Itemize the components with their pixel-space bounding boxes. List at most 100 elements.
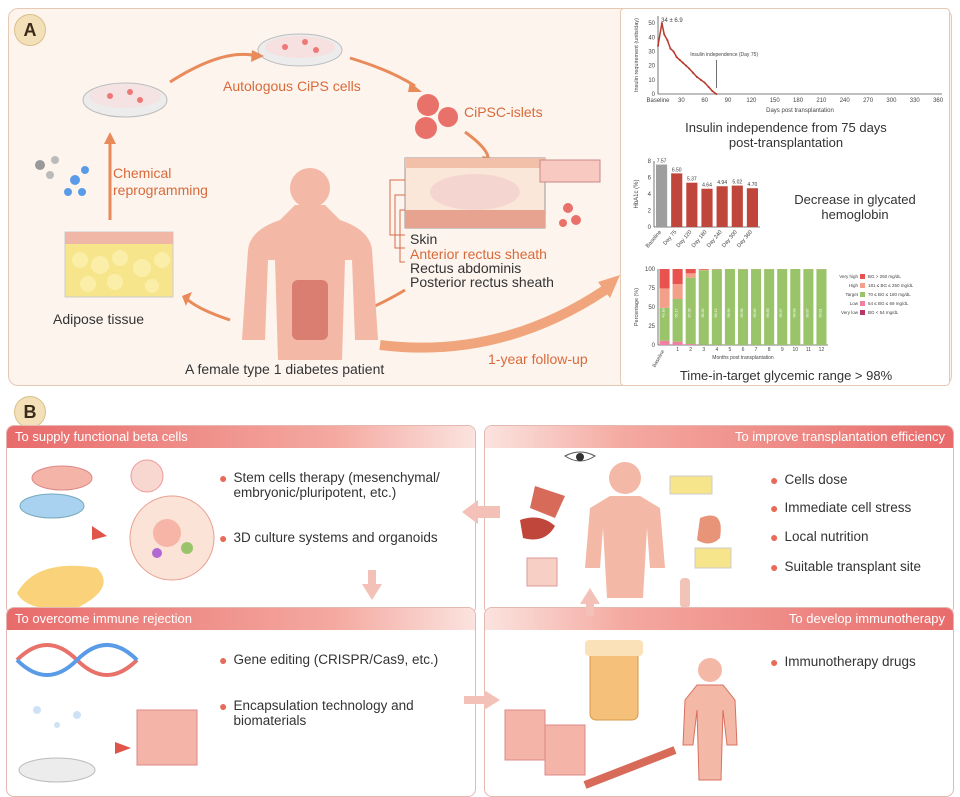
chart3-bar-label: 99.58 (740, 309, 744, 318)
layer-posterior-rectus-sheath: Posterior rectus sheath (410, 274, 554, 290)
immune-item-2: ●Encapsulation technology and biomateria… (219, 698, 414, 728)
beta-cells-item-2-text: 3D culture systems and organoids (233, 530, 438, 545)
chart1-y-tick: 0 (652, 92, 656, 98)
chart3-y-tick: 100 (645, 267, 656, 273)
chart3-y-tick: 0 (652, 343, 656, 349)
chart3-legend-range: BG < 54 mg/dL (868, 310, 899, 315)
chart1-point (688, 67, 691, 70)
chart1-x-tick: 360 (933, 98, 944, 104)
chart1-point (695, 75, 698, 78)
quadrant-transplantation-title: To improve transplantation efficiency (485, 426, 953, 448)
chart3-legend-name: Very low (841, 310, 859, 315)
chart1-point (675, 56, 678, 59)
chart1-caption-line2: post-transplantation (728, 135, 844, 150)
immune-item-1-text: Gene editing (CRISPR/Cas9, etc.) (233, 652, 439, 667)
chart3-x-tick: 10 (793, 347, 799, 353)
chart1-point (707, 85, 710, 88)
immunotherapy-item-1-text: Immunotherapy drugs (784, 654, 916, 669)
chart2-bar (716, 186, 728, 227)
beta-cells-illustration (17, 459, 215, 609)
chart3-x-tick: 7 (755, 347, 758, 353)
chart3-bar-target (672, 298, 683, 342)
chart1-x-tick: 270 (863, 98, 874, 104)
transplant-item-4: ●Suitable transplant site (770, 559, 922, 575)
immune-item-2-text: Encapsulation technology and biomaterial… (233, 698, 414, 728)
chart1-y-tick: 40 (648, 35, 655, 41)
skin-cross-section (389, 157, 601, 263)
patient-body (242, 168, 378, 360)
chart3-legend-range: 181 ≤ BG ≤ 250 mg/dL (868, 283, 914, 288)
transplant-item-1-text: Cells dose (784, 472, 848, 487)
chart3-x-tick: 12 (819, 347, 825, 353)
beta-cells-item-2: ●3D culture systems and organoids (219, 530, 438, 546)
chart3-legend-name: High (849, 283, 859, 288)
chart1-y-tick: 20 (648, 64, 655, 70)
chart3-bar-label: 98.26 (701, 309, 705, 318)
chart3-caption: Time-in-target glycemic range > 98% (679, 368, 893, 383)
chart1-x-tick: 300 (886, 98, 897, 104)
chart3-bar-target (751, 269, 762, 345)
transplant-item-2-text: Immediate cell stress (784, 500, 912, 515)
chart2-x-tick: Baseline (645, 229, 663, 249)
quadrant-immune-rejection-title: To overcome immune rejection (7, 608, 475, 630)
chart3-legend-name: Very high (839, 274, 858, 279)
chart3-x-tick: 1 (676, 347, 679, 353)
chart3-bar-label: 99.99 (727, 309, 731, 318)
chart3-bar-label: 99.87 (805, 309, 809, 318)
chart2-y-tick: 6 (648, 176, 652, 182)
quadrant-beta-cells: To supply functional beta cells ●Stem ce… (6, 425, 476, 615)
chart2-bar-label: 4.64 (702, 183, 712, 189)
petri-dish-left (82, 82, 168, 118)
chart3-legend-swatch (860, 274, 865, 279)
chart1-point (711, 90, 714, 93)
chart3-legend-range: 70 ≤ BG ≤ 180 mg/dL (868, 292, 911, 297)
chart3-x-tick: 6 (742, 347, 745, 353)
layer-rectus-abdominis: Rectus abdominis (410, 260, 522, 276)
islets-icon (415, 94, 581, 227)
chart1-series-line (657, 22, 717, 95)
chart1-point (692, 71, 695, 74)
chart3-bar-label: 99.99 (792, 309, 796, 318)
autologous-cips-label: Autologous CiPS cells (223, 78, 361, 94)
chart3-legend-swatch (860, 301, 865, 306)
chart3-y-label: Percentage (%) (634, 288, 640, 326)
chart1-x-tick: 30 (678, 98, 685, 104)
chart3-bar-target (777, 269, 788, 345)
chart3-bar-label: 99.97 (779, 309, 783, 318)
quadrant-beta-cells-title: To supply functional beta cells (7, 426, 475, 448)
chart1-point (703, 81, 706, 84)
chart2-bar (746, 188, 758, 227)
chart3-x-tick: 2 (689, 347, 692, 353)
chart3-bar-label: 99.42 (714, 309, 718, 318)
chart1-x-tick: 180 (793, 98, 804, 104)
chart3-bar-target (698, 270, 709, 345)
transplant-item-3-text: Local nutrition (784, 529, 869, 544)
chart3-legend-swatch (860, 292, 865, 297)
chart3-x-tick: 5 (729, 347, 732, 353)
chart3-legend-swatch (860, 310, 865, 315)
chart2-y-tick: 2 (648, 209, 652, 215)
transplant-item-2: ●Immediate cell stress (770, 500, 912, 516)
chart3-legend-range: BG > 250 mg/dL (868, 274, 901, 279)
quadrant-immunotherapy-title: To develop immunotherapy (485, 608, 953, 630)
panel-a-badge: A (14, 14, 46, 46)
chart2-y-label: HbA1c (%) (634, 179, 640, 208)
chart2-bar-label: 4.94 (717, 180, 727, 186)
layer-anterior-rectus-sheath: Anterior rectus sheath (410, 246, 547, 262)
chart2-bar (671, 173, 683, 227)
chart3-legend-swatch (860, 283, 865, 288)
chart2-bar-label: 5.37 (687, 177, 697, 183)
chart1-point (685, 64, 688, 67)
panel-b-badge: B (14, 396, 46, 428)
chart3-bar-label: 43.18 (662, 309, 666, 318)
quadrant-immune-rejection: To overcome immune rejection ●Gene editi… (6, 607, 476, 797)
chart1-y-tick: 50 (648, 21, 655, 27)
chart2-bar-label: 4.70 (748, 182, 758, 188)
chart3-x-tick: 3 (702, 347, 705, 353)
transplant-item-4-text: Suitable transplant site (784, 559, 922, 574)
chart3-x-tick: 4 (715, 347, 718, 353)
chart2-x-tick: Day 360 (736, 229, 754, 249)
chart1-x-tick: 90 (725, 98, 732, 104)
